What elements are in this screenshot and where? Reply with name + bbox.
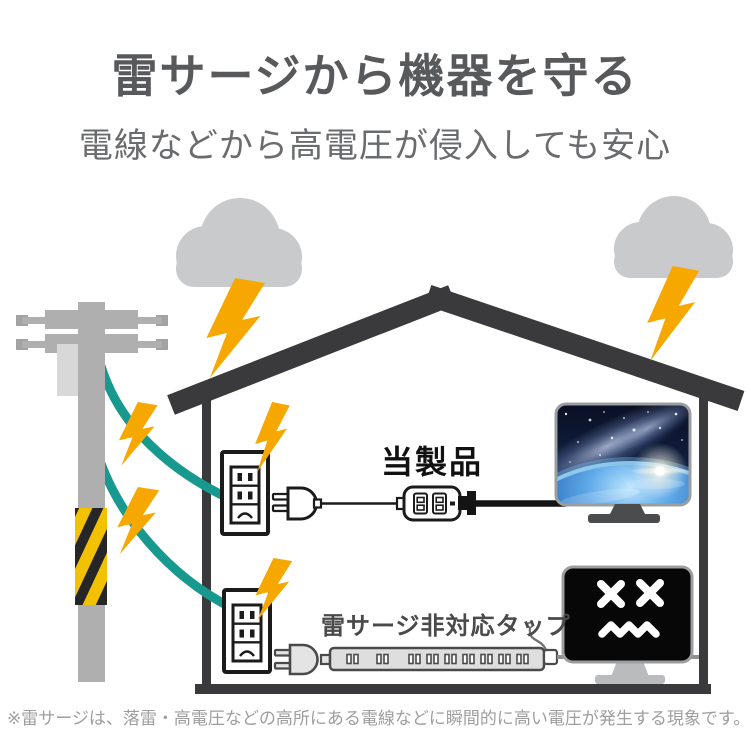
house-outline-icon bbox=[167, 285, 745, 694]
storm-cloud-right-icon bbox=[614, 196, 733, 278]
page-subtitle: 電線などから高電圧が侵入しても安心 bbox=[78, 127, 672, 165]
page-title: 雷サージから機器を守る bbox=[111, 50, 639, 102]
wall-outlet-icon bbox=[222, 588, 272, 674]
power-plug-icon bbox=[286, 486, 318, 521]
power-line-icon bbox=[92, 364, 234, 611]
strip-outlets bbox=[346, 653, 529, 665]
non-surge-power-strip-icon bbox=[273, 621, 699, 676]
dead-face bbox=[597, 579, 664, 638]
lightning-bolt-icon bbox=[647, 266, 700, 361]
surge-protector-tap-icon bbox=[271, 485, 566, 522]
utility-pole-icon bbox=[16, 302, 168, 682]
non-surge-tap-label: 雷サージ非対応タップ bbox=[321, 613, 571, 640]
roof-left bbox=[167, 285, 456, 415]
floor bbox=[195, 684, 711, 694]
protected-monitor-icon bbox=[554, 402, 692, 523]
wall-right bbox=[699, 398, 708, 692]
hazard-stripes bbox=[75, 508, 107, 605]
wall-left bbox=[202, 398, 211, 692]
product-label: 当製品 bbox=[381, 444, 484, 480]
power-plug-icon bbox=[288, 643, 319, 676]
roof-right bbox=[424, 285, 745, 411]
storm-cloud-left-icon bbox=[176, 198, 302, 287]
damaged-monitor-icon bbox=[561, 565, 694, 684]
footer-note: ※雷サージは、落雷・高電圧などの高所にある電線などに瞬間的に高い電圧が発生する現… bbox=[7, 709, 750, 728]
power-plug-icon bbox=[458, 491, 476, 515]
